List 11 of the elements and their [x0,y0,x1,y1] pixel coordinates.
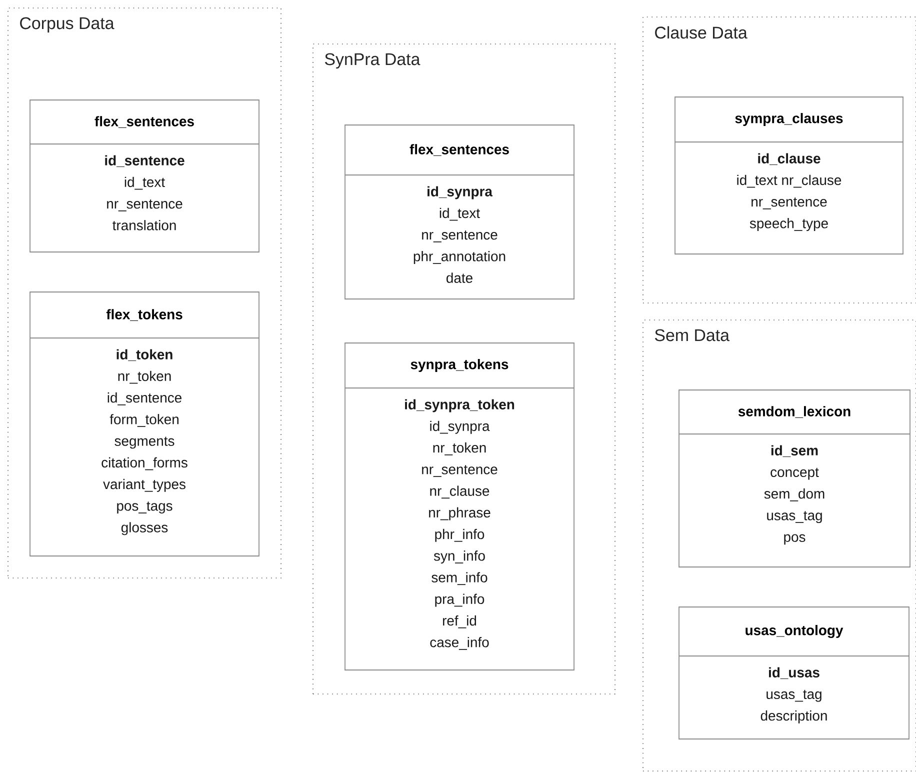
group-title: SynPra Data [324,53,420,69]
group-title: Clause Data [655,26,748,39]
group-title: Corpus Data [20,17,114,33]
table-box: synpra_tokens id_synpra_token id_synpra nr_token nr_sentence nr_clause nr_phrase phr_info syn_info sem_info pra_info ref_id case_info [344,342,574,670]
table-box: sympra_clauses id_clause id_text nr_clause nr_sentence speech_type [674,96,904,254]
table-box: flex_sentences id_synpra id_text nr_sentence phr_annotation date [344,124,574,300]
table-box: flex_sentences id_sentence id_text nr_sentence translation [30,100,260,252]
group-title: Sem Data [654,329,730,342]
table-box: semdom_lexicon id_sem concept sem_dom usas_tag pos [678,390,910,568]
table-box: flex_tokens id_token nr_token id_sentence form_token segments citation_forms variant_types pos_tags glosses [30,292,260,556]
table-box: usas_ontology id_usas usas_tag description [678,606,910,740]
